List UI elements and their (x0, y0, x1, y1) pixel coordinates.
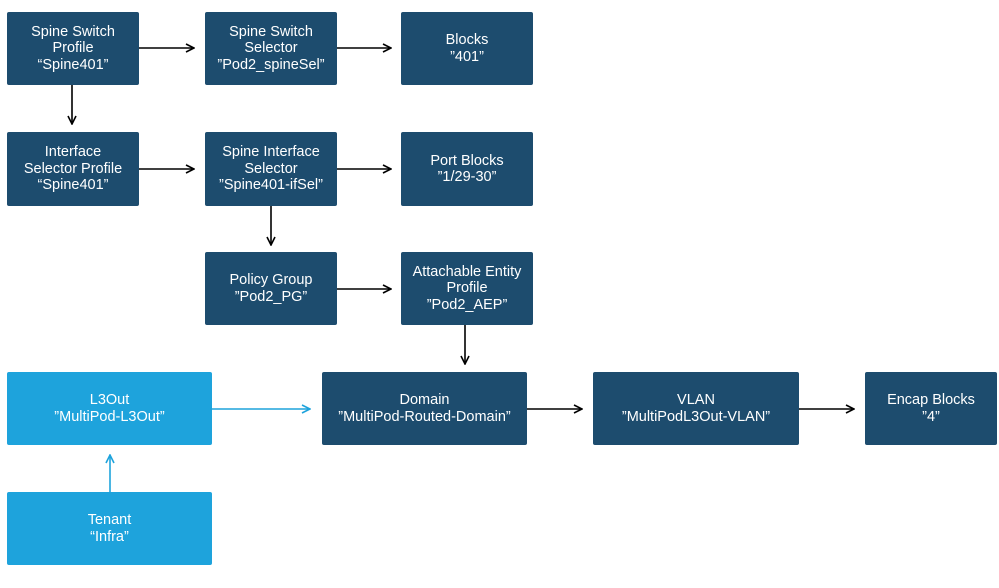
policy-group-box: Policy Group ”Pod2_PG” (205, 252, 337, 325)
box-line: ”MultiPod-L3Out” (54, 408, 165, 425)
box-line: ”Pod2_spineSel” (217, 56, 325, 73)
spine-switch-selector-box: Spine Switch Selector ”Pod2_spineSel” (205, 12, 337, 85)
box-line: ”MultiPod-Routed-Domain” (338, 408, 511, 425)
box-line: ”MultiPodL3Out-VLAN” (621, 408, 771, 425)
box-line: ”Spine401-ifSel” (219, 177, 323, 194)
l3out-box: L3Out ”MultiPod-L3Out” (7, 372, 212, 445)
box-line: Spine Interface (222, 144, 320, 161)
box-line: ”401” (450, 48, 484, 65)
box-line: Tenant (87, 512, 132, 528)
box-line: VLAN (677, 392, 715, 408)
box-line: “Infra” (90, 528, 129, 545)
box-line: Spine Switch (229, 23, 313, 40)
port-blocks-box: Port Blocks ”1/29-30” (401, 132, 533, 206)
domain-box: Domain ”MultiPod-Routed-Domain” (322, 372, 527, 445)
attachable-entity-profile-box: Attachable Entity Profile ”Pod2_AEP” (401, 252, 533, 325)
box-line: Interface (44, 144, 102, 161)
box-line: ”Pod2_PG” (234, 288, 308, 305)
box-line: “Spine401” (37, 177, 109, 194)
box-line: Attachable Entity (412, 263, 522, 280)
interface-selector-profile-box: Interface Selector Profile “Spine401” (7, 132, 139, 206)
box-line: ”4” (922, 408, 940, 425)
box-line: L3Out (89, 392, 130, 408)
spine-interface-selector-box: Spine Interface Selector ”Spine401-ifSel… (205, 132, 337, 206)
tenant-box: Tenant “Infra” (7, 492, 212, 565)
box-line: Port Blocks (430, 152, 504, 169)
box-line: ”1/29-30” (437, 169, 497, 185)
box-line: Domain (399, 392, 450, 408)
box-line: “Spine401” (37, 56, 109, 73)
box-line: Selector (244, 160, 298, 177)
box-line: Profile (52, 40, 94, 57)
box-line: ”Pod2_AEP” (426, 296, 508, 313)
box-line: Profile (446, 280, 488, 297)
box-line: Selector (244, 40, 298, 57)
encap-blocks-box: Encap Blocks ”4” (865, 372, 997, 445)
box-line: Selector Profile (23, 160, 123, 177)
box-line: Encap Blocks (887, 392, 975, 408)
vlan-box: VLAN ”MultiPodL3Out-VLAN” (593, 372, 799, 445)
box-line: Policy Group (229, 272, 313, 288)
box-line: Blocks (445, 32, 489, 48)
blocks-box: Blocks ”401” (401, 12, 533, 85)
box-line: Spine Switch (31, 23, 115, 40)
spine-switch-profile-box: Spine Switch Profile “Spine401” (7, 12, 139, 85)
